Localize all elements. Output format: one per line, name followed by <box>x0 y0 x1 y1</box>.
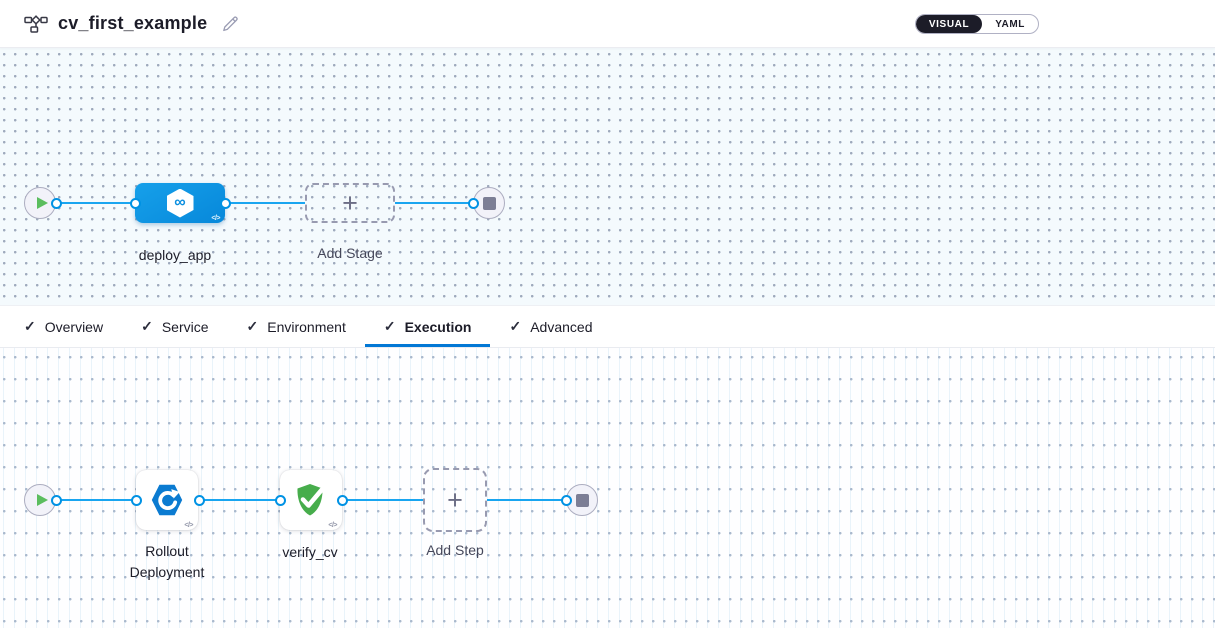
wire <box>342 499 423 501</box>
wire <box>487 499 566 501</box>
execution-end-node <box>566 484 598 516</box>
visual-yaml-toggle: VISUAL YAML <box>914 14 1039 34</box>
connector-point[interactable] <box>130 198 141 209</box>
step-name-label: verify_cv <box>282 544 338 560</box>
execution-start-node <box>24 484 56 516</box>
edit-pencil-icon[interactable] <box>221 15 239 33</box>
add-step-button[interactable]: + <box>423 468 487 532</box>
tab-label: Overview <box>44 318 104 335</box>
tab-overview[interactable]: ✓ Overview <box>24 306 122 347</box>
step-node-verify-cv[interactable]: </> <box>280 470 342 530</box>
connector-point[interactable] <box>194 495 205 506</box>
step-name-label: Rollout Deployment <box>129 543 205 580</box>
tab-service[interactable]: ✓ Service <box>122 306 227 347</box>
wire <box>199 499 281 501</box>
verify-shield-icon <box>297 484 325 516</box>
wire <box>225 202 305 204</box>
connector-point[interactable] <box>275 495 286 506</box>
toggle-visual-button[interactable]: VISUAL <box>915 15 983 33</box>
tab-environment[interactable]: ✓ Environment <box>228 306 365 347</box>
check-icon: ✓ <box>383 318 396 334</box>
connector-point[interactable] <box>468 198 479 209</box>
stage-name-label: deploy_app <box>138 247 212 263</box>
pipeline-start-node <box>24 187 56 219</box>
plus-icon: + <box>447 484 463 515</box>
stage-node-deploy-app[interactable]: ∞ </> <box>135 183 225 223</box>
stop-icon <box>575 493 589 507</box>
plus-icon: + <box>342 187 358 218</box>
tab-label: Service <box>161 318 209 335</box>
rollout-deployment-icon <box>151 484 183 516</box>
connector-point[interactable] <box>51 495 62 506</box>
code-icon: </> <box>184 522 193 529</box>
add-stage-button[interactable]: + <box>305 183 395 223</box>
connector-point[interactable] <box>220 198 231 209</box>
code-icon: </> <box>211 215 220 222</box>
wire <box>56 499 136 501</box>
tab-label: Execution <box>404 318 472 335</box>
pipeline-icon <box>24 14 48 33</box>
toggle-yaml-button[interactable]: YAML <box>995 18 1025 30</box>
stage-config-tabs: ✓ Overview ✓ Service ✓ Environment ✓ Exe… <box>0 305 1215 348</box>
tab-execution[interactable]: ✓ Execution <box>364 306 491 347</box>
stage-canvas[interactable]: ∞ </> deploy_app + Add Stage <box>0 48 1215 305</box>
play-icon <box>36 494 48 506</box>
check-icon: ✓ <box>509 318 522 334</box>
add-stage-label: Add Stage <box>317 245 383 261</box>
tab-advanced[interactable]: ✓ Advanced <box>490 306 611 347</box>
stop-icon <box>482 196 496 210</box>
step-node-rollout-deployment[interactable]: </> <box>136 470 198 530</box>
pipeline-header: cv_first_example VISUAL YAML <box>0 0 1215 48</box>
connector-point[interactable] <box>51 198 62 209</box>
wire <box>56 202 135 204</box>
tab-label: Advanced <box>530 318 593 335</box>
add-step-label: Add Step <box>426 542 484 558</box>
execution-canvas[interactable]: </> Rollout Deployment </> verify_cv + A… <box>0 348 1215 628</box>
check-icon: ✓ <box>141 318 153 334</box>
check-icon: ✓ <box>246 318 259 334</box>
connector-point[interactable] <box>337 495 348 506</box>
connector-point[interactable] <box>131 495 142 506</box>
check-icon: ✓ <box>24 318 36 334</box>
connector-point[interactable] <box>561 495 572 506</box>
play-icon <box>36 197 48 209</box>
wire <box>395 202 473 204</box>
cd-stage-icon: ∞ <box>166 188 194 218</box>
page-title: cv_first_example <box>58 13 208 33</box>
tab-label: Environment <box>267 318 346 335</box>
code-icon: </> <box>328 522 337 529</box>
